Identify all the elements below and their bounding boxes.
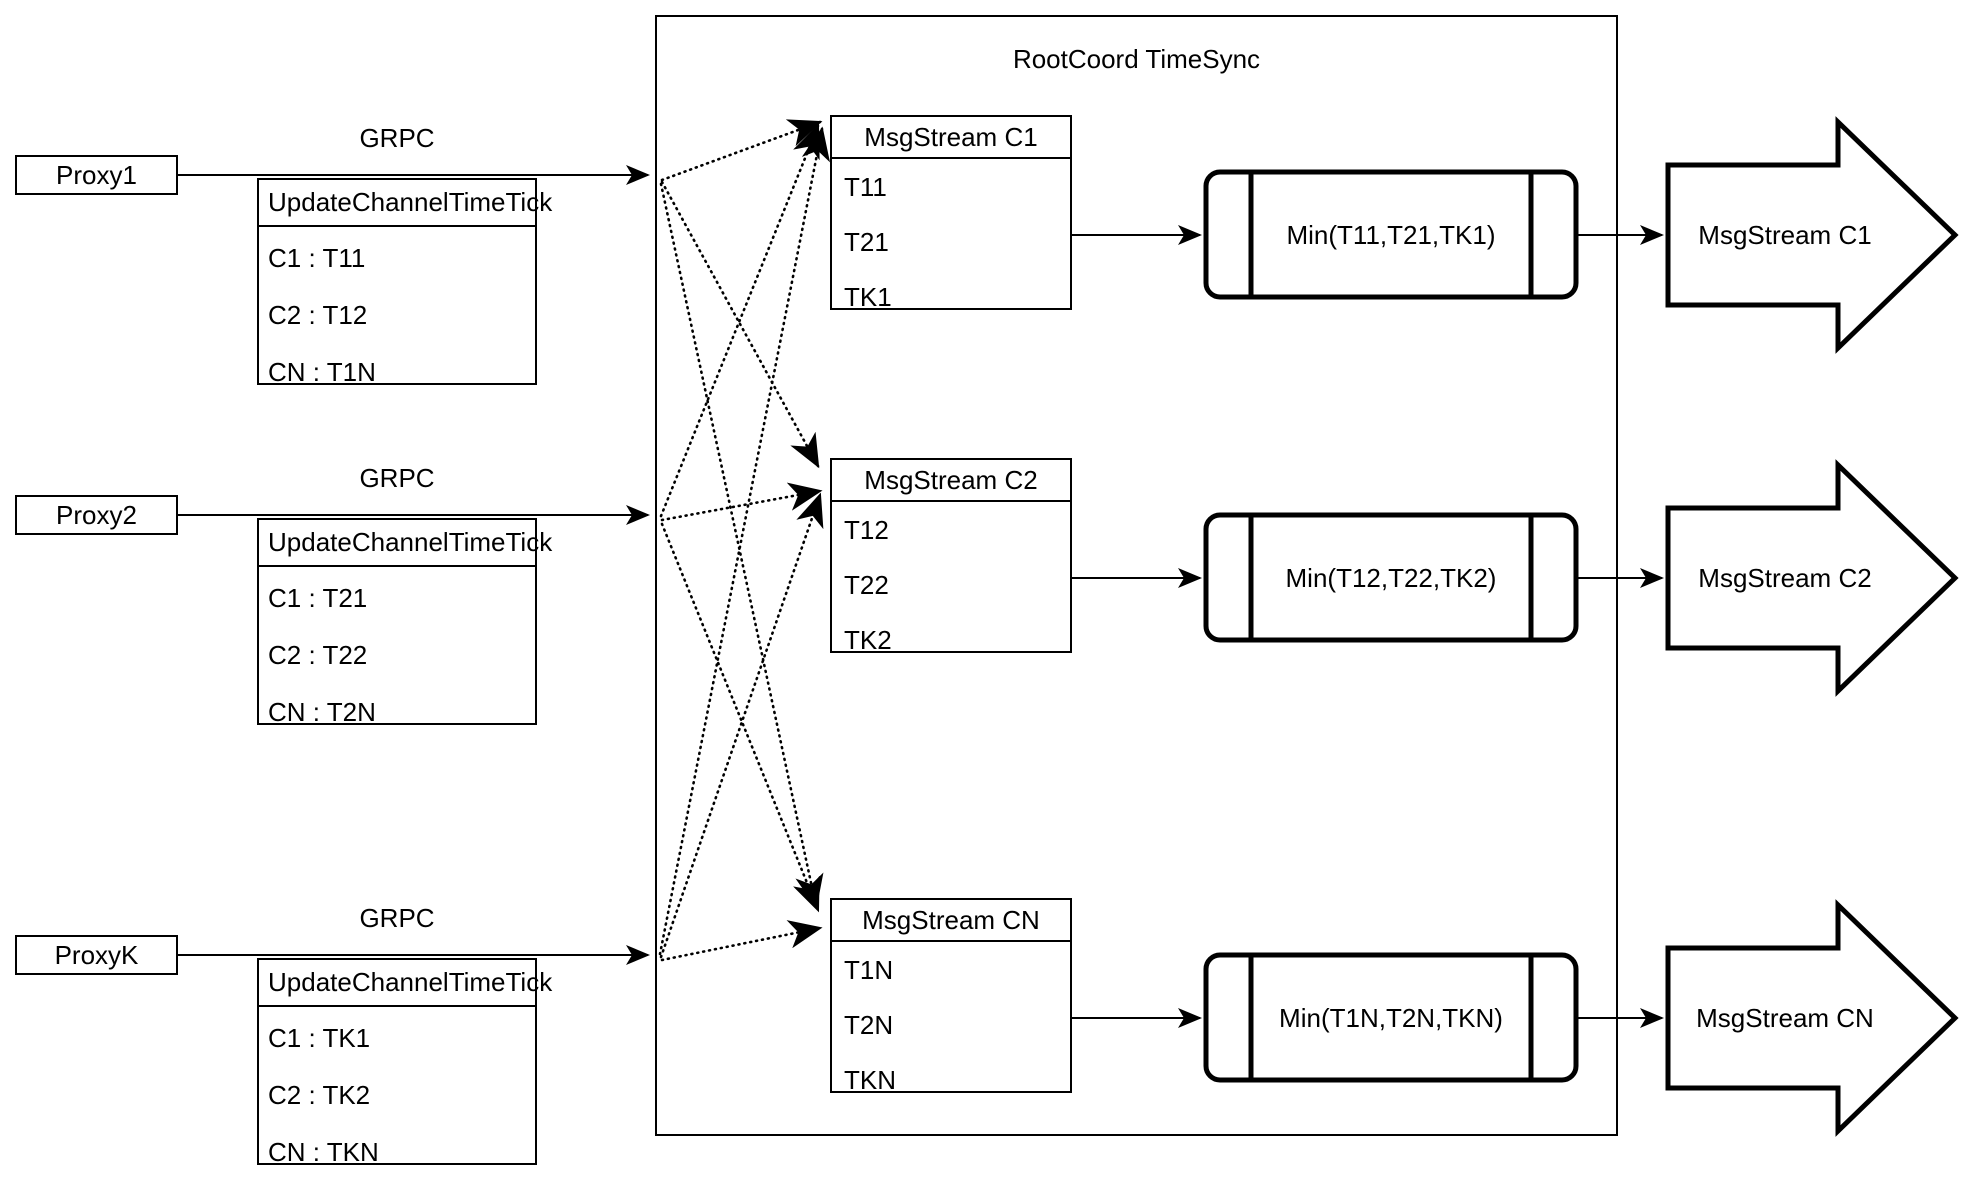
timetick-row: C1 : TK1 xyxy=(268,1023,371,1053)
msgstream-rows-1: T11 T21 TK1 xyxy=(832,159,1070,312)
proxy-box-3[interactable]: ProxyK xyxy=(15,935,178,975)
grpc-label-1: GRPC xyxy=(359,123,435,153)
msgstream-rows-2: T12 T22 TK2 xyxy=(832,502,1070,655)
rootcoord-container-title: RootCoord TimeSync xyxy=(1012,44,1261,74)
output-arrow-label-3: MsgStream CN xyxy=(1696,1003,1874,1033)
update-channel-timetick-box-3: UpdateChannelTimeTick C1 : TK1 C2 : TK2 … xyxy=(257,958,552,1167)
proxy-label-3: ProxyK xyxy=(54,939,139,970)
timetick-row: CN : T1N xyxy=(268,357,376,387)
msgstream-row: T21 xyxy=(844,227,889,257)
fanout-3-to-c2 xyxy=(659,492,824,959)
update-channel-timetick-rows-3: C1 : TK1 C2 : TK2 CN : TKN xyxy=(259,1007,535,1167)
msgstream-title-1: MsgStream C1 xyxy=(832,117,1070,159)
fanout-1-to-cn xyxy=(659,182,824,909)
update-channel-timetick-box-2: UpdateChannelTimeTick C1 : T21 C2 : T22 … xyxy=(257,518,552,727)
timetick-row: CN : TKN xyxy=(268,1137,379,1167)
fanout-3-to-c1 xyxy=(658,126,831,956)
fanout-2-to-c1 xyxy=(659,123,820,518)
msgstream-row: TK2 xyxy=(844,625,892,655)
timetick-row: C2 : T12 xyxy=(268,300,368,330)
msgstream-row: T1N xyxy=(844,955,894,985)
grpc-label-2: GRPC xyxy=(359,463,435,493)
update-channel-timetick-box-1: UpdateChannelTimeTick C1 : T11 C2 : T12 … xyxy=(257,178,552,387)
fanout-2-to-cn xyxy=(660,522,820,913)
msgstream-row: T11 xyxy=(844,172,887,202)
update-channel-timetick-rows-1: C1 : T11 C2 : T12 CN : T1N xyxy=(259,227,535,387)
fanout-2-to-c2 xyxy=(660,482,823,522)
msgstream-row: TKN xyxy=(844,1065,896,1095)
grpc-label-3: GRPC xyxy=(359,903,435,933)
msgstream-title-3: MsgStream CN xyxy=(832,900,1070,942)
timetick-row: C2 : T22 xyxy=(268,640,368,670)
proxy-label-2: Proxy2 xyxy=(56,499,137,530)
proxy-label-1: Proxy1 xyxy=(56,159,137,190)
msgstream-box-3: MsgStream CN T1N T2N TKN xyxy=(830,898,1072,1095)
msgstream-row: TK1 xyxy=(844,282,892,312)
timetick-row: C1 : T21 xyxy=(268,583,368,613)
timetick-row: C1 : T11 xyxy=(268,243,366,273)
process-label-3: Min(T1N,T2N,TKN) xyxy=(1279,1003,1503,1033)
process-label-1: Min(T11,T21,TK1) xyxy=(1286,220,1496,250)
msgstream-row: T2N xyxy=(844,1010,894,1040)
output-arrow-label-2: MsgStream C2 xyxy=(1698,563,1872,593)
proxy-box-2[interactable]: Proxy2 xyxy=(15,495,178,535)
proxy-box-1[interactable]: Proxy1 xyxy=(15,155,178,195)
fanout-3-to-cn xyxy=(660,920,823,962)
msgstream-title-2: MsgStream C2 xyxy=(832,460,1070,502)
output-arrow-label-1: MsgStream C1 xyxy=(1698,220,1872,250)
timetick-row: C2 : TK2 xyxy=(268,1080,371,1110)
update-channel-timetick-title-1: UpdateChannelTimeTick xyxy=(259,180,552,227)
update-channel-timetick-title-3: UpdateChannelTimeTick xyxy=(259,960,552,1007)
msgstream-box-2: MsgStream C2 T12 T22 TK2 xyxy=(830,458,1072,655)
msgstream-rows-3: T1N T2N TKN xyxy=(832,942,1070,1095)
fanout-1-to-c1 xyxy=(660,119,823,182)
msgstream-row: T22 xyxy=(844,570,889,600)
msgstream-row: T12 xyxy=(844,515,889,545)
process-label-2: Min(T12,T22,TK2) xyxy=(1285,563,1497,593)
update-channel-timetick-rows-2: C1 : T21 C2 : T22 CN : T2N xyxy=(259,567,535,727)
update-channel-timetick-title-2: UpdateChannelTimeTick xyxy=(259,520,552,567)
msgstream-box-1: MsgStream C1 T11 T21 TK1 xyxy=(830,115,1072,312)
fanout-1-to-c2 xyxy=(660,180,820,469)
timetick-row: CN : T2N xyxy=(268,697,376,727)
